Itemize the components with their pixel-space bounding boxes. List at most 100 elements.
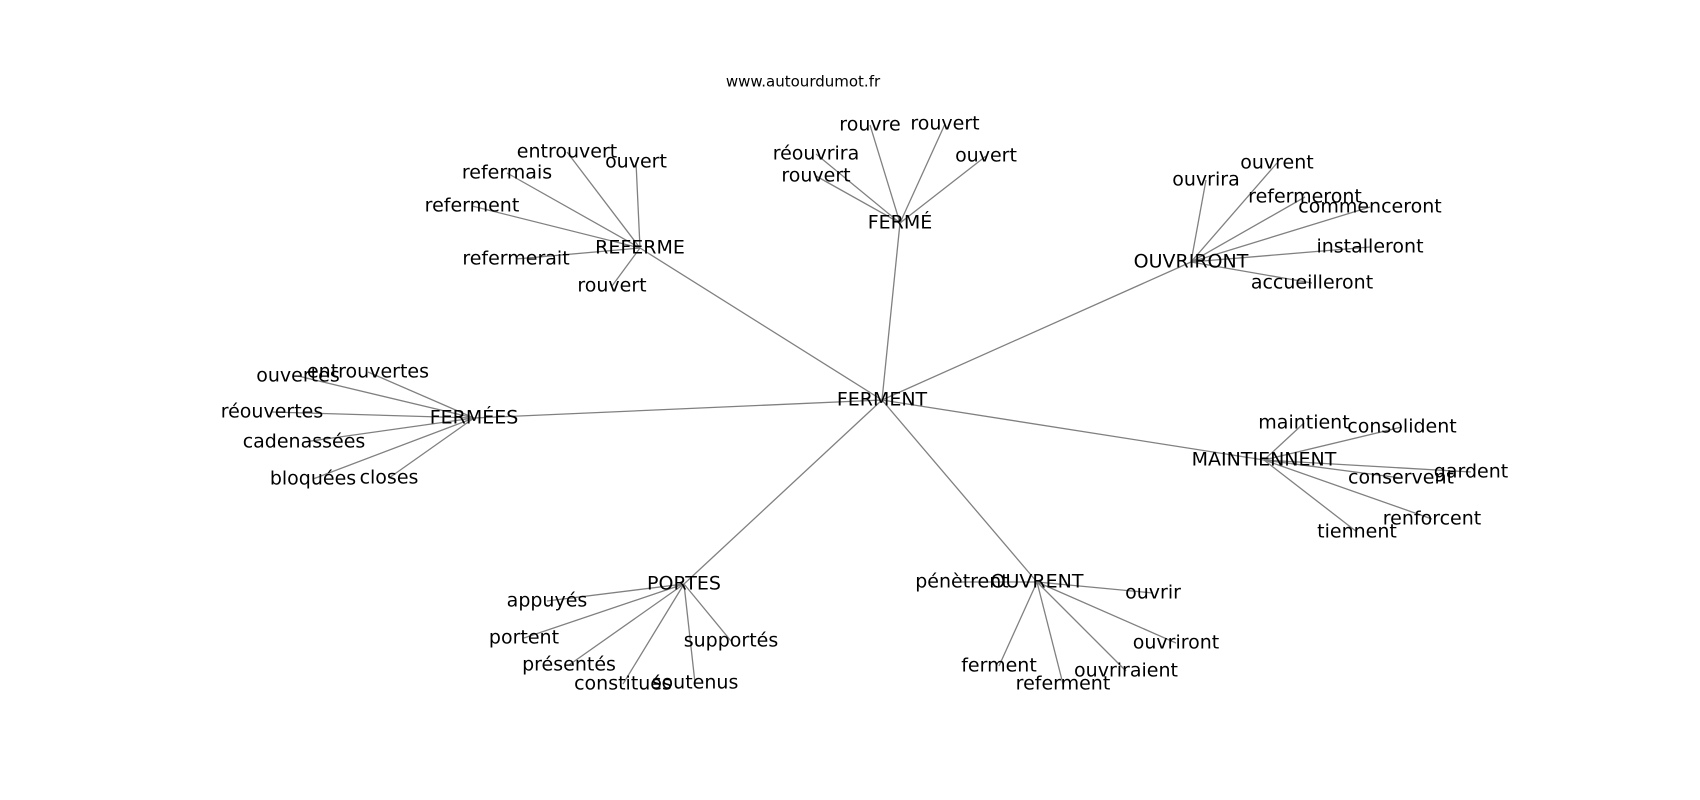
word-node-ferme-accent-reouvrira: réouvrira	[773, 143, 860, 165]
edge-fermees-bloquees	[312, 417, 475, 480]
word-node-ouvriront-installeront: installeront	[1316, 236, 1423, 258]
word-node-portes-presentes: présentés	[522, 654, 616, 676]
word-node-maintiennent-maintient: maintient	[1258, 412, 1349, 434]
word-node-referme-rouvert: rouvert	[577, 275, 646, 297]
word-node-ouvrent-penetrent: pénètrent	[915, 571, 1009, 593]
edge-ferme-accent-rouvre	[869, 124, 901, 224]
edge-ferme-accent-reouvrira	[815, 153, 901, 224]
word-node-fermees-cadenassees: cadenassées	[243, 431, 366, 453]
edge-ferment-ouvriront	[881, 261, 1192, 401]
edge-ouvriront-accueilleront	[1190, 261, 1313, 284]
word-node-ouvriront-commenceront: commenceront	[1298, 196, 1441, 218]
edge-ouvrent-ouvriront	[1036, 581, 1177, 644]
edge-portes-presentes	[568, 583, 685, 666]
edge-ferment-ouvrent	[881, 399, 1038, 583]
word-node-maintiennent-consolident: consolident	[1347, 416, 1456, 438]
edge-fermees-entrouvertes	[367, 371, 475, 419]
word-node-ouvrent-ferment: ferment	[961, 655, 1037, 677]
edge-portes-portent	[523, 583, 685, 639]
edge-referme-refermerait	[515, 247, 641, 260]
word-node-referme-ouvert: ouvert	[605, 151, 667, 173]
word-node-ouvriront-refermeront: refermeront	[1248, 186, 1362, 208]
edge-portes-soutenus	[683, 583, 696, 684]
edge-referme-ouvert	[635, 161, 641, 249]
hub-node-referme: REFERME	[595, 237, 685, 259]
edge-maintiennent-gardent	[1263, 459, 1472, 473]
word-node-ouvrent-referment: referment	[1016, 673, 1111, 695]
word-node-ouvrent-ouvriront: ouvriront	[1133, 632, 1220, 654]
edge-maintiennent-consolident	[1263, 426, 1403, 461]
hub-node-ouvriront: OUVRIRONT	[1134, 251, 1249, 273]
edge-portes-constitues	[622, 583, 685, 685]
hub-node-portes: PORTES	[647, 573, 721, 595]
word-node-fermees-reouvertes: réouvertes	[221, 401, 324, 423]
edge-ouvrent-referment	[1036, 581, 1064, 685]
edge-ferment-maintiennent	[881, 399, 1265, 461]
word-node-fermees-ouvertes: ouvertes	[256, 365, 339, 387]
word-node-portes-appuyes: appuyés	[507, 590, 588, 612]
hub-node-ouvrent: OUVRENT	[991, 571, 1084, 593]
edge-maintiennent-maintient	[1263, 422, 1305, 461]
edge-maintiennent-tiennent	[1263, 459, 1358, 533]
word-node-referme-entrouvert: entrouvert	[517, 141, 617, 163]
word-node-ouvrent-ouvrir: ouvrir	[1125, 582, 1181, 604]
center-node-ferment: FERMENT	[837, 389, 928, 411]
edge-ouvriront-installeront	[1190, 246, 1371, 263]
word-node-maintiennent-gardent: gardent	[1434, 461, 1508, 483]
source-watermark: www.autourdumot.fr	[726, 73, 881, 91]
word-node-portes-portent: portent	[489, 627, 559, 649]
word-node-ferme-accent-ouvert: ouvert	[955, 145, 1017, 167]
word-node-fermees-closes: closes	[360, 467, 419, 489]
edge-ouvriront-commenceront	[1190, 206, 1371, 263]
edge-maintiennent-renforcent	[1263, 459, 1433, 520]
edge-portes-appuyes	[546, 583, 685, 602]
graph-edges	[271, 123, 1472, 685]
edge-ouvriront-ouvrira	[1190, 179, 1207, 263]
word-node-maintiennent-renforcent: renforcent	[1383, 508, 1481, 530]
edge-referme-refermais	[506, 172, 641, 249]
edge-ferment-referme	[639, 247, 883, 401]
word-node-ferme-accent-rouvre: rouvre	[839, 114, 900, 136]
edge-fermees-ouvertes	[297, 375, 475, 419]
word-node-maintiennent-conservent: conservent	[1348, 467, 1454, 489]
edge-maintiennent-conservent	[1263, 459, 1402, 479]
edge-ferment-portes	[683, 399, 883, 585]
edge-ferme-accent-ouvert	[899, 155, 987, 224]
hub-node-fermees: FERMÉES	[430, 406, 519, 429]
edge-ferme-accent-rouvert-2	[815, 175, 901, 224]
word-node-referme-refermerait: refermerait	[462, 248, 569, 270]
edge-ouvrent-ferment	[998, 581, 1038, 667]
word-node-referme-referment: referment	[425, 195, 520, 217]
edge-ouvriront-refermeront	[1190, 196, 1306, 263]
edge-referme-rouvert	[611, 247, 641, 287]
word-node-portes-supportes: supportés	[684, 630, 779, 652]
edge-referme-entrouvert	[566, 151, 641, 249]
word-node-ouvrent-ouvriraient: ouvriraient	[1074, 660, 1178, 682]
edge-ferment-ferme-accent	[881, 222, 901, 401]
edge-fermees-cadenassees	[303, 417, 475, 443]
graph-nodes: FERMENTREFERMEentrouvertouvertrefermaisr…	[221, 113, 1508, 695]
word-node-ouvriront-accueilleront: accueilleront	[1251, 272, 1373, 294]
word-node-fermees-bloquees: bloquées	[270, 468, 356, 490]
edge-ouvriront-ouvrent	[1190, 162, 1278, 263]
edge-ferment-fermees	[473, 399, 883, 419]
edge-portes-supportes	[683, 583, 732, 642]
edge-ouvrent-ouvrir	[1036, 581, 1154, 594]
edge-referme-referment	[471, 205, 641, 249]
edge-fermees-reouvertes	[271, 411, 475, 419]
edge-ferme-accent-rouvert	[899, 123, 946, 224]
hub-node-ferme-accent: FERMÉ	[868, 211, 933, 234]
word-node-ouvriront-ouvrira: ouvrira	[1172, 169, 1239, 191]
word-node-maintiennent-tiennent: tiennent	[1317, 521, 1397, 543]
hub-node-maintiennent: MAINTIENNENT	[1192, 449, 1337, 471]
word-node-referme-refermais: refermais	[462, 162, 552, 184]
word-node-portes-soutenus: soutenus	[652, 672, 739, 694]
word-node-ouvriront-ouvrent: ouvrent	[1240, 152, 1314, 174]
word-node-fermees-entrouvertes: entrouvertes	[307, 361, 429, 383]
word-node-portes-constitues: constitués	[574, 673, 672, 695]
edge-fermees-closes	[388, 417, 475, 479]
word-node-ferme-accent-rouvert: rouvert	[910, 113, 979, 135]
word-node-ferme-accent-rouvert-2: rouvert	[781, 165, 850, 187]
edge-ouvrent-ouvriraient	[1036, 581, 1127, 672]
